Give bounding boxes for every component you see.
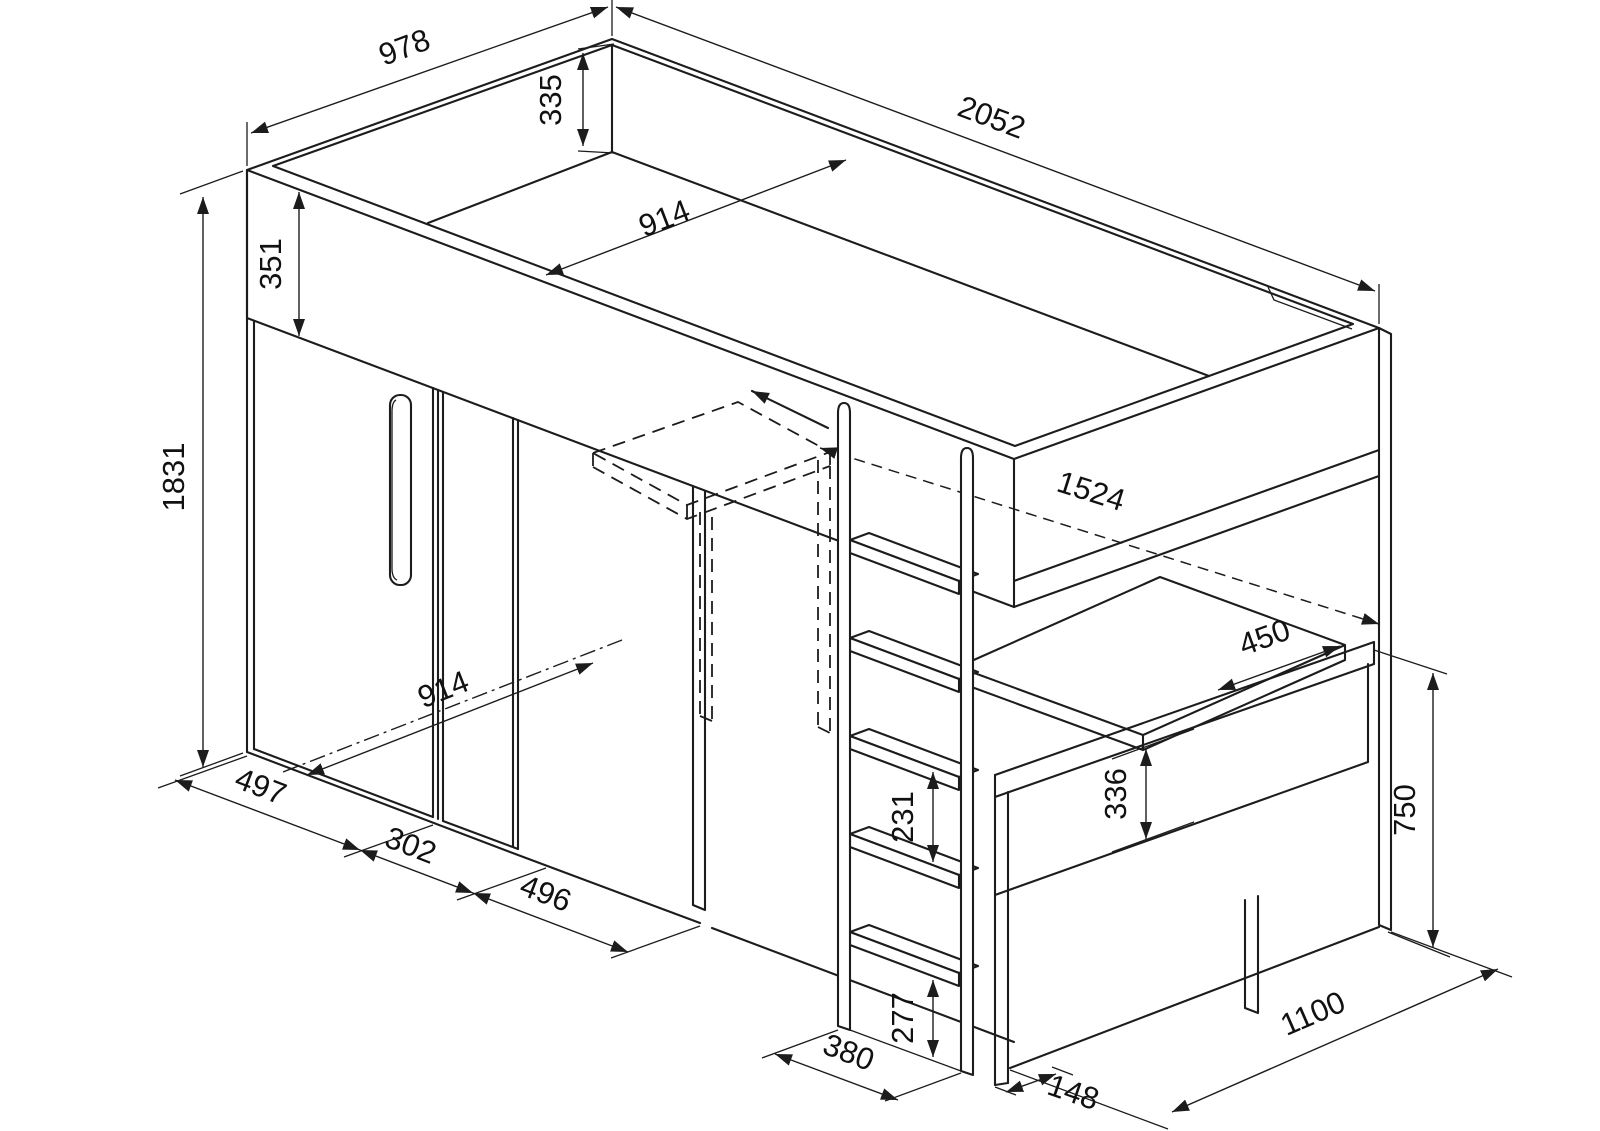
dim-desk-height-label: 750: [1387, 784, 1422, 836]
dim-bottom-step-label: 277: [885, 992, 920, 1044]
end-desk: [956, 575, 1376, 1087]
dim-guard-inner-height: 335: [533, 43, 615, 154]
wardrobe-front: [245, 319, 1016, 1044]
ladder: [836, 401, 980, 1077]
dim-step-spacing: 231: [885, 772, 939, 862]
dim-clearance-length-label: 1524: [1053, 464, 1129, 518]
dim-clearance-length: 1524: [819, 447, 1380, 625]
dim-guard-rail-height-label: 351: [253, 238, 288, 290]
ladder-left-rail: [836, 401, 852, 1032]
dim-guard-inner-height-label: 335: [533, 74, 568, 126]
dim-ladder-base-label: 380: [818, 1027, 879, 1078]
bed-box: [245, 37, 1381, 609]
door-handle: [388, 393, 413, 587]
dim-overall-height: 1831: [156, 170, 244, 777]
dim-ladder-base: 380: [761, 1027, 962, 1102]
dim-step-spacing-label: 231: [885, 791, 920, 843]
dim-desk-height: 750: [1373, 649, 1451, 958]
dim-guard-rail-height: 351: [253, 192, 305, 336]
dim-overall-height-label: 1831: [156, 443, 191, 512]
dim-drawer-height-label: 336: [1098, 768, 1133, 820]
dim-wardrobe-depth: 914: [282, 639, 623, 776]
ladder-right-rail: [959, 446, 975, 1077]
dim-desk-recess-label: 496: [515, 868, 576, 919]
dim-drawer-height: 336: [1098, 728, 1195, 853]
dim-bottom-step: 277: [885, 980, 939, 1057]
pullout-desk-hidden: [590, 389, 833, 734]
dim-desk-support-label: 148: [1043, 1067, 1103, 1117]
ladder-steps: [848, 531, 980, 988]
dim-middle-section-label: 302: [380, 820, 441, 871]
dim-desk-support: 148: [994, 1066, 1104, 1117]
dim-desk-depth-label: 1100: [1275, 984, 1350, 1043]
dim-wardrobe-depth-label: 914: [413, 663, 474, 715]
dim-top-depth-label: 978: [374, 22, 435, 73]
